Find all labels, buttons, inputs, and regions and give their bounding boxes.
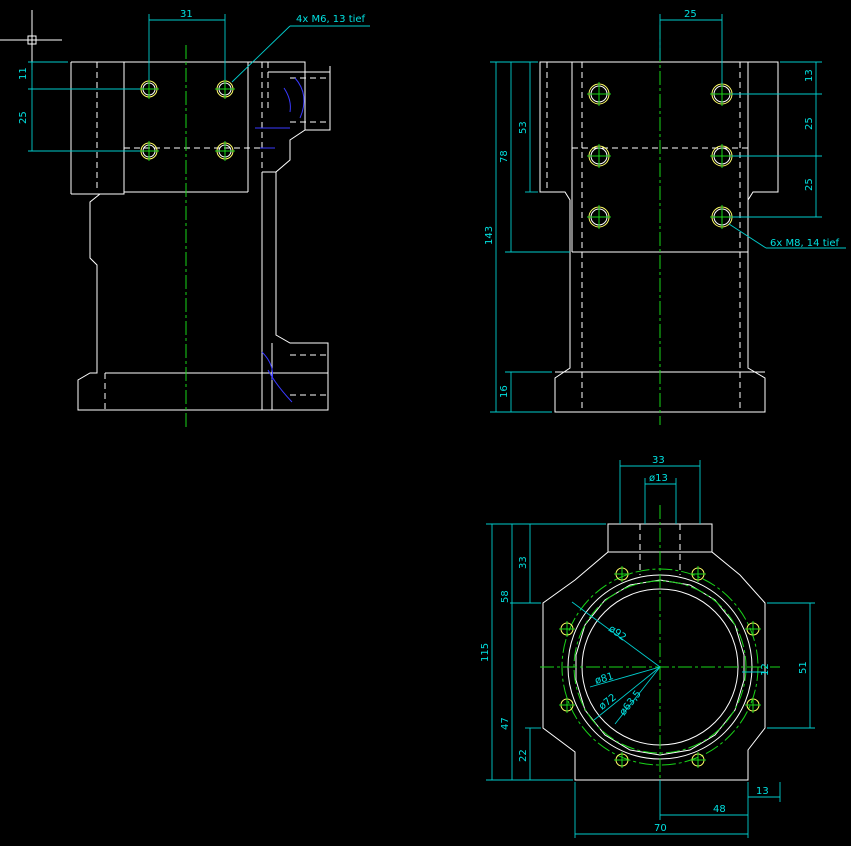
svg-text:25: 25 xyxy=(804,117,815,130)
svg-text:13: 13 xyxy=(756,786,769,797)
bottom-view[interactable]: 33 ø13 ø92 ø81 ø72 ø63,5 12 51 xyxy=(480,455,815,838)
right-dim-column: 13 25 25 xyxy=(732,61,822,218)
svg-text:12: 12 xyxy=(760,663,771,676)
left-dim-31: 31 xyxy=(148,9,226,80)
bottom-dim-d13: ø13 xyxy=(644,473,677,524)
bolt-hole[interactable] xyxy=(559,621,575,637)
left-hole-4[interactable] xyxy=(215,141,235,161)
bottom-dim-left: 115 58 33 47 22 xyxy=(480,523,606,781)
svg-text:ø63,5: ø63,5 xyxy=(618,689,644,718)
svg-text:22: 22 xyxy=(518,749,529,762)
right-note-m8: 6x M8, 14 tief xyxy=(728,223,846,249)
left-view[interactable]: 31 11 25 4x M6, 13 tief xyxy=(18,9,370,428)
right-dim-25-top: 25 xyxy=(659,9,723,84)
bolt-hole[interactable] xyxy=(690,566,706,582)
right-hole-5[interactable] xyxy=(587,205,611,229)
svg-text:47: 47 xyxy=(500,717,511,730)
svg-text:13: 13 xyxy=(804,69,815,82)
bolt-hole[interactable] xyxy=(745,621,761,637)
bolt-hole[interactable] xyxy=(690,752,706,768)
left-hole-1[interactable] xyxy=(139,79,159,99)
svg-text:115: 115 xyxy=(480,643,491,662)
bolt-hole[interactable] xyxy=(559,697,575,713)
right-hole-2[interactable] xyxy=(710,82,734,106)
left-view-outline xyxy=(71,61,331,411)
left-hole-3[interactable] xyxy=(139,141,159,161)
left-dim-11: 11 xyxy=(18,61,140,90)
svg-text:51: 51 xyxy=(798,661,809,674)
svg-text:4x M6, 13 tief: 4x M6, 13 tief xyxy=(296,14,366,25)
crosshair-cursor xyxy=(0,10,62,70)
right-dim-left: 53 78 143 16 xyxy=(484,61,570,413)
left-hole-2[interactable] xyxy=(215,79,235,99)
bottom-dim-51: 51 xyxy=(767,602,815,729)
bottom-view-outline xyxy=(542,523,766,781)
svg-text:11: 11 xyxy=(18,67,29,80)
bottom-dim-33: 33 xyxy=(619,455,701,524)
svg-text:25: 25 xyxy=(804,178,815,191)
right-hole-1[interactable] xyxy=(587,82,611,106)
svg-text:78: 78 xyxy=(499,150,510,163)
svg-text:25: 25 xyxy=(18,111,29,124)
svg-text:70: 70 xyxy=(654,823,667,834)
svg-text:58: 58 xyxy=(500,590,511,603)
svg-text:25: 25 xyxy=(684,9,697,20)
svg-text:48: 48 xyxy=(713,804,726,815)
bolt-hole[interactable] xyxy=(745,697,761,713)
svg-text:ø13: ø13 xyxy=(649,473,668,484)
svg-text:53: 53 xyxy=(518,121,529,134)
bolt-hole[interactable] xyxy=(614,566,630,582)
right-view-outline xyxy=(539,61,779,413)
svg-text:6x M8, 14 tief: 6x M8, 14 tief xyxy=(770,238,840,249)
bottom-dim-diameters: ø92 ø81 ø72 ø63,5 xyxy=(571,601,661,725)
bolt-holes xyxy=(559,566,761,768)
right-hole-3[interactable] xyxy=(587,144,611,168)
svg-text:ø81: ø81 xyxy=(594,671,615,687)
bottom-dim-bottom: 48 13 70 xyxy=(574,780,781,838)
left-note-m6: 4x M6, 13 tief xyxy=(231,14,370,83)
left-dim-25: 25 xyxy=(18,89,140,152)
svg-text:33: 33 xyxy=(652,455,665,466)
bolt-hole[interactable] xyxy=(614,752,630,768)
svg-text:33: 33 xyxy=(518,556,529,569)
svg-text:143: 143 xyxy=(484,226,495,245)
bottom-dim-12: 12 xyxy=(742,663,771,676)
svg-text:31: 31 xyxy=(180,9,193,20)
svg-text:16: 16 xyxy=(499,385,510,398)
right-view[interactable]: 25 13 25 25 53 78 143 16 xyxy=(484,9,846,425)
